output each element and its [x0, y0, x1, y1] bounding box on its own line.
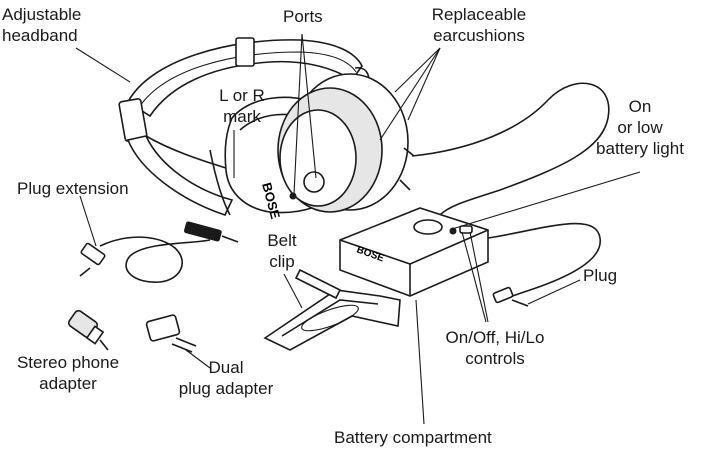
cable-plug [487, 222, 601, 299]
plug-extension-drawing [79, 221, 239, 283]
label-battery-compartment: Battery compartment [334, 428, 492, 447]
headband-drawing [118, 37, 370, 216]
label-earcushions: Replaceable earcushions [431, 5, 527, 45]
label-headband: Adjustable headband [2, 5, 82, 45]
control-box-drawing: BOSE [339, 207, 489, 297]
label-lr-mark: L or R mark [219, 86, 265, 126]
label-plug: Plug [583, 266, 618, 285]
leader-lines [75, 33, 641, 425]
stereo-adapter-drawing [67, 309, 109, 351]
cable-headset [411, 82, 610, 216]
belt-clip-drawing [263, 268, 401, 351]
label-plug-extension: Plug extension [17, 179, 129, 198]
earcup-right [277, 73, 415, 213]
label-stereo-adapter: Stereo phone adapter [16, 353, 120, 393]
label-controls: On/Off, Hi/Lo controls [445, 328, 545, 368]
plug-drawing [492, 286, 529, 307]
label-ports: Ports [283, 7, 323, 26]
label-dual-adapter: Dual plug adapter [178, 358, 274, 398]
dual-adapter-drawing [145, 314, 197, 353]
label-battery-light: On or low battery light [596, 97, 684, 158]
label-belt-clip: Belt clip [267, 231, 297, 271]
